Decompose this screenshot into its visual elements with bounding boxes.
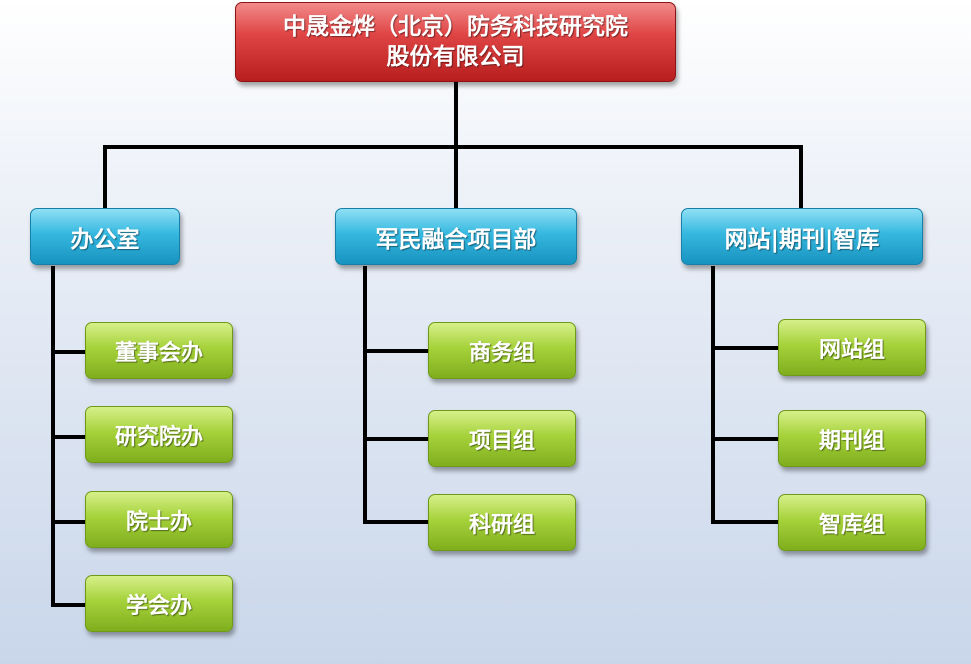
root-title-line-1: 中晟金烨（北京）防务科技研究院 — [283, 14, 628, 40]
root-title-line-2: 股份有限公司 — [386, 44, 525, 70]
team-box-thinktank: 智库组 — [778, 494, 926, 551]
connector-horizontal-bus — [103, 145, 803, 149]
connector-team-3-1 — [711, 346, 779, 350]
connector-to-dept-3 — [799, 145, 803, 208]
team-box-academician-office: 院士办 — [85, 491, 233, 548]
connector-team-2-3 — [363, 520, 429, 524]
connector-to-dept-2 — [454, 145, 458, 208]
team-box-business: 商务组 — [428, 322, 576, 379]
connector-root-down — [454, 82, 458, 147]
connector-team-3-3 — [711, 520, 779, 524]
team-box-society-office: 学会办 — [85, 575, 233, 632]
connector-team-2-2 — [363, 437, 429, 441]
root-company-box: 中晟金烨（北京）防务科技研究院 股份有限公司 — [235, 2, 676, 82]
connector-team-1-3 — [51, 520, 86, 524]
team-box-board-office: 董事会办 — [85, 322, 233, 379]
connector-dept-2-spine — [363, 266, 367, 524]
department-box-office: 办公室 — [30, 208, 180, 265]
team-box-website: 网站组 — [778, 319, 926, 376]
team-box-institute-office: 研究院办 — [85, 406, 233, 463]
connector-team-3-2 — [711, 437, 779, 441]
connector-team-1-1 — [51, 350, 86, 354]
connector-team-2-1 — [363, 349, 429, 353]
connector-dept-3-spine — [711, 266, 715, 524]
team-box-journal: 期刊组 — [778, 410, 926, 467]
team-box-research: 科研组 — [428, 494, 576, 551]
connector-team-1-4 — [51, 603, 86, 607]
connector-team-1-2 — [51, 435, 86, 439]
department-box-web-journal-thinktank: 网站|期刊|智库 — [681, 208, 923, 265]
connector-to-dept-1 — [103, 145, 107, 208]
department-box-civil-military: 军民融合项目部 — [335, 208, 577, 265]
team-box-project: 项目组 — [428, 410, 576, 467]
